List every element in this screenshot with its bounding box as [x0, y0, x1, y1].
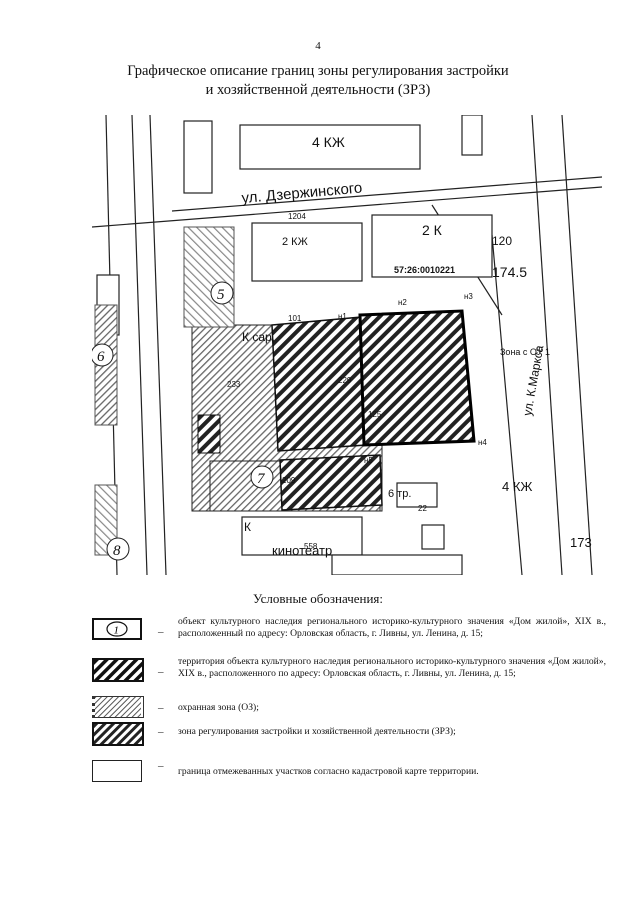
- legend-dash: –: [158, 726, 164, 738]
- label-233: 233: [227, 380, 241, 389]
- label-k-sar: К сар.: [242, 330, 275, 344]
- legend-item-heritage-territory: – территория объекта культурного наследи…: [92, 656, 612, 694]
- legend-item-cadastral-boundary: – граница отмежеванных участков согласно…: [92, 760, 612, 790]
- label-building-4kzh-2: 4 КЖ: [502, 479, 532, 494]
- legend-symbol-regulation: [92, 722, 144, 746]
- legend-symbol-protection: [92, 696, 144, 718]
- legend-dash: –: [158, 666, 164, 678]
- legend-symbol-number: 1: [114, 625, 120, 637]
- legend-dash: –: [158, 702, 164, 714]
- label-building-2k: 2 К: [422, 222, 443, 238]
- legend-text: граница отмежеванных участков согласно к…: [178, 766, 479, 777]
- marker-n2: н2: [398, 298, 407, 307]
- marker-n1: н1: [338, 312, 347, 321]
- label-building-2kzh: 2 КЖ: [282, 236, 308, 248]
- label-cadastral: 57:26:0010221: [394, 265, 455, 275]
- legend-symbol-boundary: [92, 760, 142, 782]
- legend-item-protection-zone: – охранная зона (ОЗ);: [92, 696, 612, 722]
- circle-8: 8: [113, 543, 121, 559]
- label-k: К: [244, 520, 251, 534]
- legend-text: охранная зона (ОЗ);: [178, 702, 259, 713]
- legend-dash: –: [158, 760, 164, 772]
- title-line-2: и хозяйственной деятельности (ЗРЗ): [205, 82, 431, 98]
- legend-text: территория объекта культурного наследия …: [178, 656, 606, 679]
- legend-text: объект культурного наследия региональног…: [178, 616, 606, 639]
- cadastral-map: 4 КЖ ул. Дзержинского 2 К 2 КЖ 57:26:001…: [92, 115, 602, 575]
- circle-7: 7: [257, 471, 266, 487]
- label-125: 125: [368, 410, 382, 419]
- numbered-circles: 5 6 7 8: [92, 281, 274, 561]
- label-209: 209: [282, 476, 296, 485]
- marker-n5: н5: [364, 456, 373, 465]
- page-title: Графическое описание границ зоны регулир…: [60, 62, 576, 100]
- label-22: 22: [418, 504, 427, 513]
- label-zone-ou1: Зона с ОУ 1: [500, 347, 550, 357]
- title-line-1: Графическое описание границ зоны регулир…: [127, 63, 509, 79]
- circle-5: 5: [217, 287, 225, 303]
- legend-item-heritage-object: 1 – объект культурного наследия регионал…: [92, 616, 612, 656]
- legend-heading: Условные обозначения:: [252, 591, 384, 606]
- circle-6: 6: [97, 349, 105, 365]
- label-cinema: кинотеатр: [272, 543, 332, 558]
- label-120: 120: [492, 234, 512, 248]
- legend-symbol-territory: [92, 658, 144, 682]
- label-174-5: 174.5: [492, 264, 527, 280]
- legend-item-regulation-zone: – зона регулирования застройки и хозяйст…: [92, 722, 612, 750]
- regulation-zone: [197, 316, 383, 511]
- marker-n3: н3: [464, 292, 473, 301]
- label-558: 558: [304, 542, 318, 551]
- label-building-4kzh: 4 КЖ: [312, 134, 345, 150]
- label-1204: 1204: [288, 212, 306, 221]
- legend-symbol-object: 1: [92, 618, 142, 640]
- legend-text: зона регулирования застройки и хозяйстве…: [178, 726, 456, 737]
- marker-n4: н4: [478, 438, 487, 447]
- heritage-territory: [358, 309, 476, 447]
- legend-dash: –: [158, 626, 164, 638]
- label-6tr: 6 тр.: [388, 488, 411, 500]
- label-101: 101: [288, 314, 302, 323]
- page-number: 4: [315, 40, 321, 52]
- buildings: [96, 115, 493, 575]
- label-173: 173: [570, 535, 592, 550]
- label-229: 229: [338, 376, 352, 385]
